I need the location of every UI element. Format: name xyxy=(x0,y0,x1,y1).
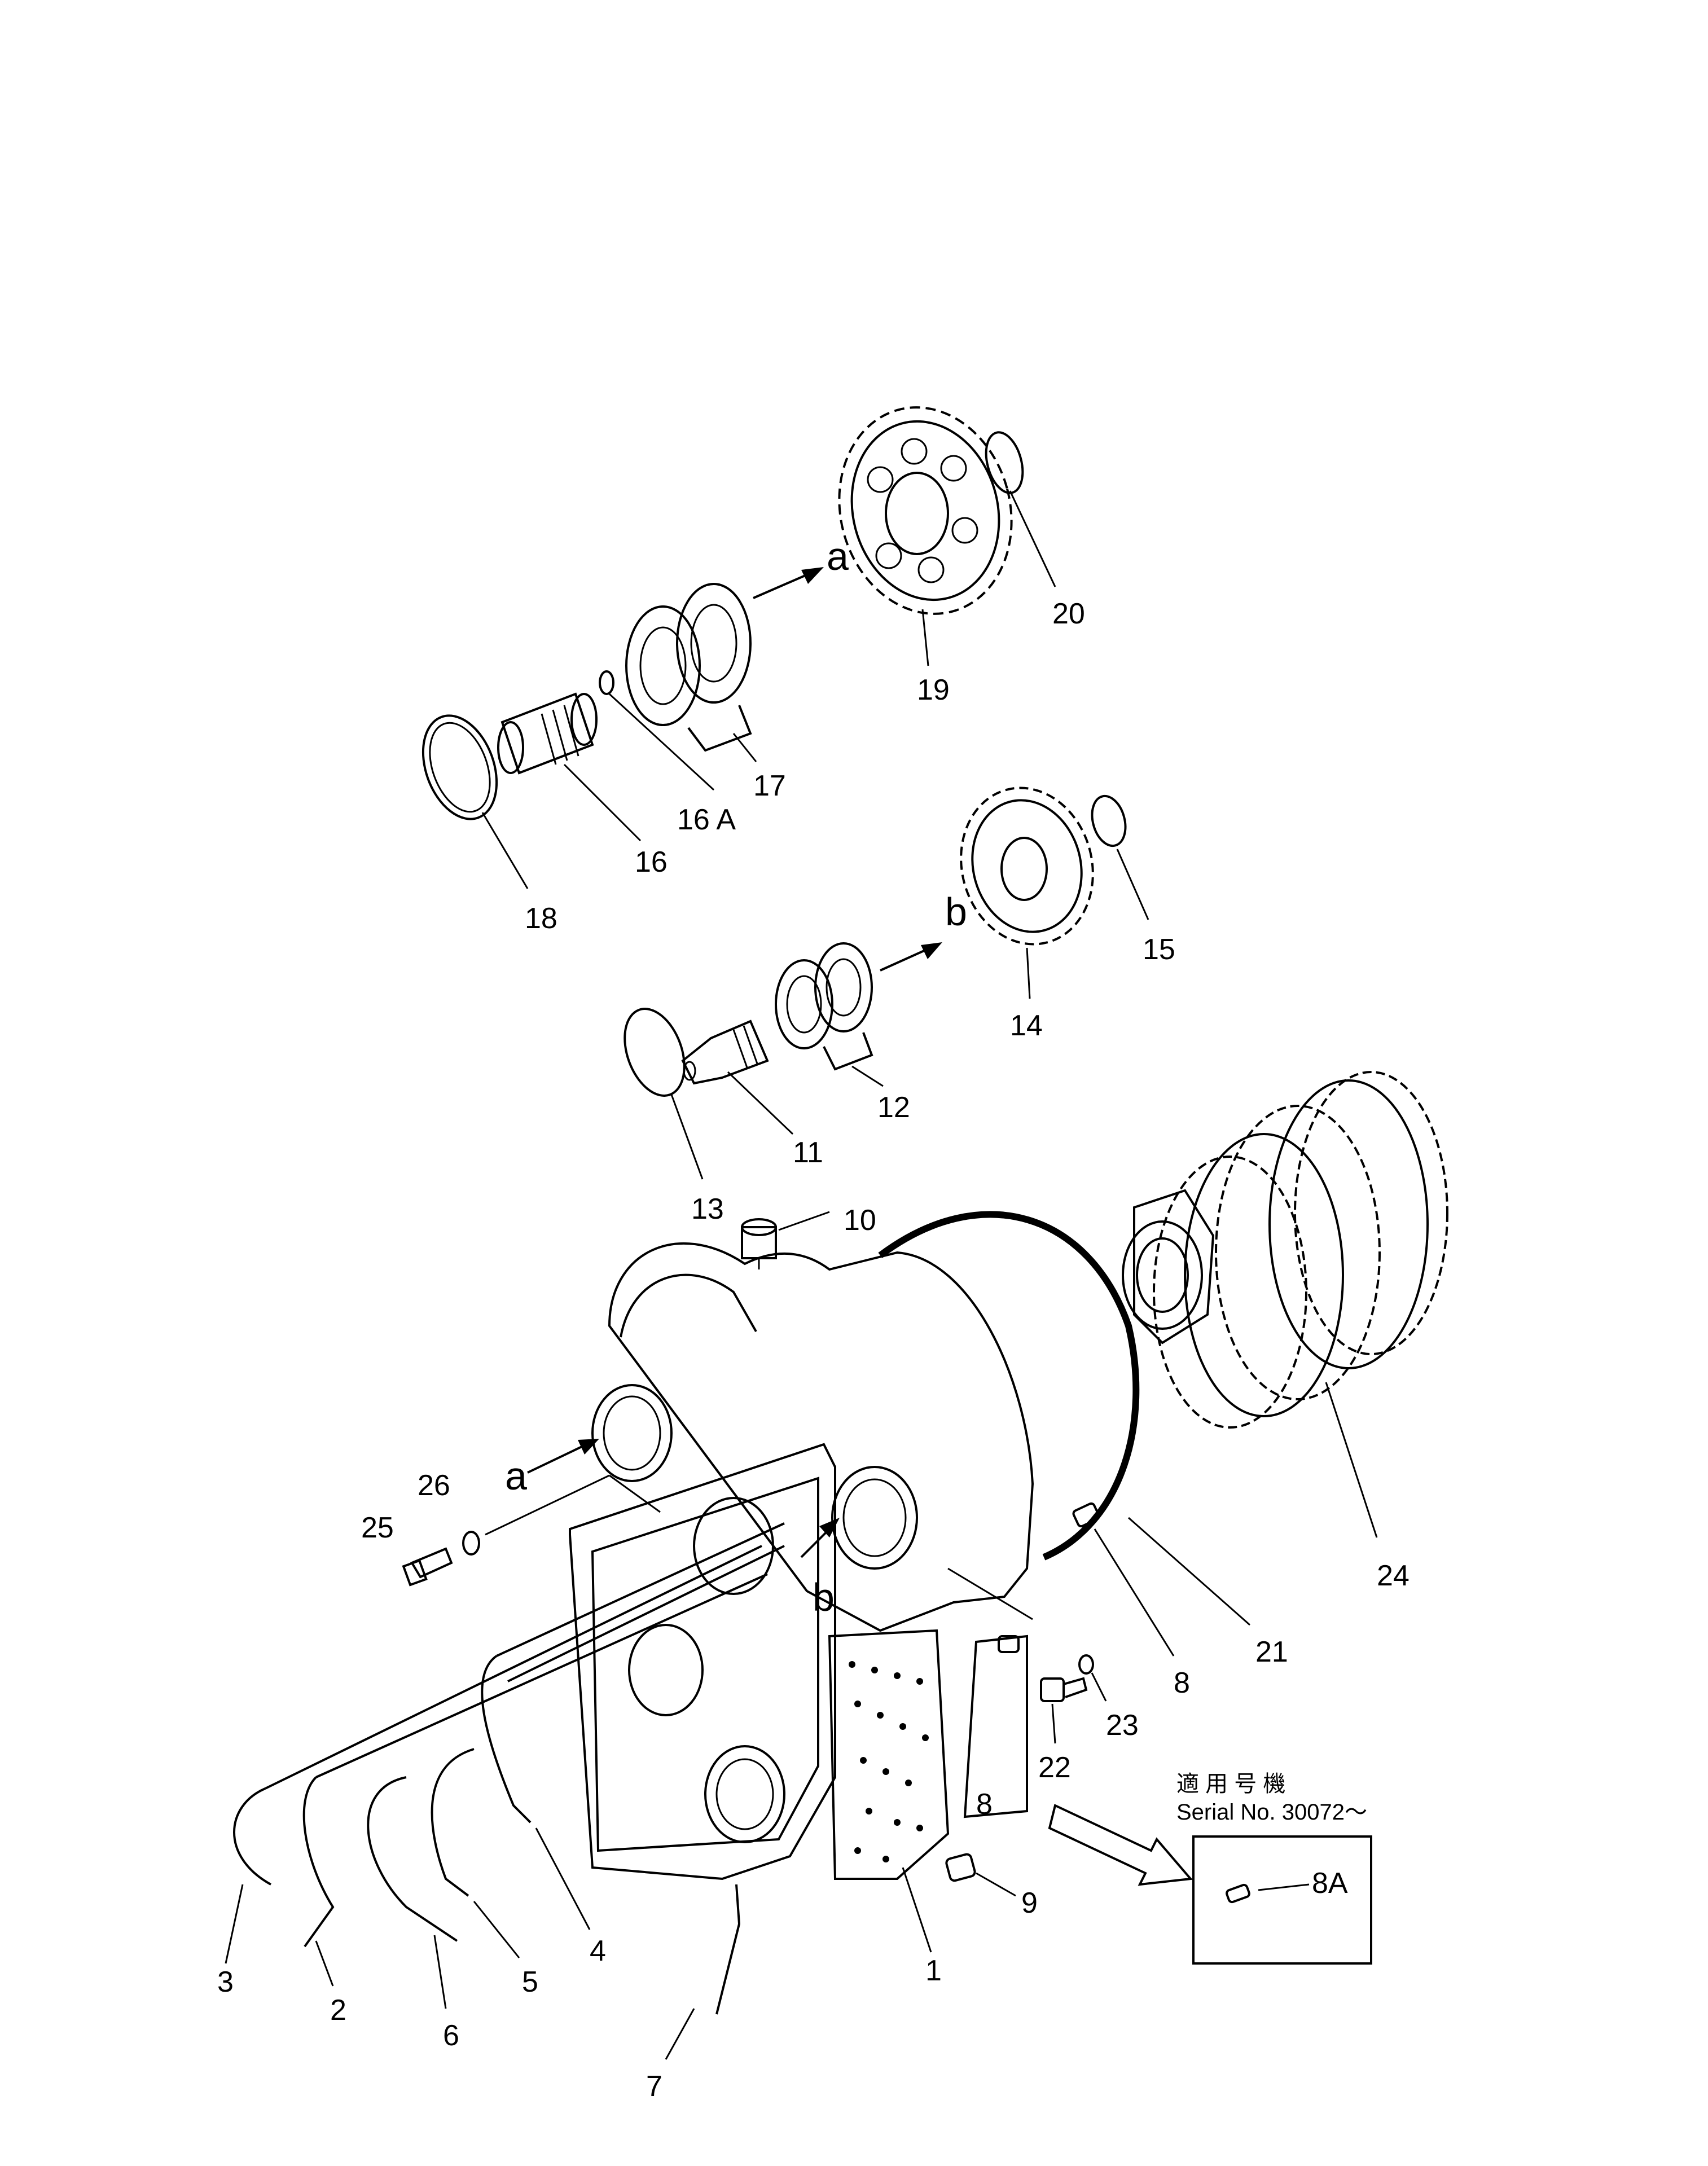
transmission-housing xyxy=(569,1242,1034,1953)
plug-9 xyxy=(945,1853,976,1882)
ref-a-top: a xyxy=(827,534,849,578)
snap-ring-18 xyxy=(421,714,498,820)
label-19: 19 xyxy=(917,674,950,706)
shaft-11 xyxy=(681,1020,769,1085)
label-14: 14 xyxy=(1010,1009,1043,1042)
label-8-upper: 8 xyxy=(1174,1667,1190,1699)
bolt-25 xyxy=(402,1547,453,1587)
label-24: 24 xyxy=(1377,1559,1410,1592)
tubes xyxy=(225,1522,785,2060)
label-16A: 16 A xyxy=(677,803,736,836)
label-2: 2 xyxy=(330,1994,346,2027)
part-labels: 1 2 3 4 5 6 7 8 8 9 10 11 12 13 14 15 16… xyxy=(217,597,1410,2103)
gear-14 xyxy=(960,787,1094,946)
plug-8A xyxy=(1226,1883,1250,1904)
label-12: 12 xyxy=(877,1091,910,1124)
label-10: 10 xyxy=(844,1204,876,1237)
washer-23 xyxy=(1078,1654,1094,1675)
label-21: 21 xyxy=(1255,1636,1288,1668)
label-6: 6 xyxy=(443,2019,459,2052)
label-26: 26 xyxy=(418,1469,450,1502)
upper-shaft-assembly: a xyxy=(421,406,1056,889)
shaft-16 xyxy=(497,692,598,775)
snap-ring-13 xyxy=(624,1008,686,1097)
serial-number: Serial No. 30072～ xyxy=(1176,1800,1367,1825)
label-5: 5 xyxy=(522,1966,538,1998)
tube-2 xyxy=(315,1573,768,1778)
tube-6 xyxy=(367,1776,458,1942)
label-1: 1 xyxy=(925,1954,942,1987)
label-8A: 8A xyxy=(1312,1867,1348,1900)
label-7: 7 xyxy=(646,2070,662,2103)
housing-bore-top xyxy=(591,1384,673,1482)
clutch-assembly-24 xyxy=(1122,1071,1448,1538)
label-8-box: 8 xyxy=(976,1788,993,1821)
tube-5 xyxy=(431,1748,475,1897)
label-23: 23 xyxy=(1106,1709,1139,1742)
label-11: 11 xyxy=(793,1136,823,1169)
plug-8-box xyxy=(963,1635,1028,1818)
valve-body-1 xyxy=(828,1629,950,1880)
housing-bore-middle xyxy=(693,1497,774,1595)
washer-16A xyxy=(599,670,614,695)
tube-7 xyxy=(715,1884,741,2015)
plug-10 xyxy=(741,1211,830,1269)
middle-shaft-assembly: b xyxy=(624,787,1149,1180)
label-25: 25 xyxy=(361,1512,394,1544)
label-17: 17 xyxy=(753,770,786,802)
bearing-pair-17 xyxy=(625,583,752,752)
ref-b-mid: b xyxy=(945,890,967,934)
label-13: 13 xyxy=(691,1193,724,1225)
label-9: 9 xyxy=(1021,1887,1038,1919)
label-4: 4 xyxy=(590,1935,606,1967)
ref-b-housing: b xyxy=(813,1575,835,1619)
snap-ring-20 xyxy=(985,431,1024,494)
housing-bore-lower xyxy=(628,1624,704,1716)
bolt-22 xyxy=(1040,1677,1088,1702)
tube-4 xyxy=(481,1655,532,1824)
label-18: 18 xyxy=(525,902,557,935)
label-3: 3 xyxy=(217,1966,234,1998)
snap-ring-15 xyxy=(1091,794,1127,847)
label-22: 22 xyxy=(1038,1751,1071,1784)
gear-19 xyxy=(838,406,1013,615)
serial-note: 適 用 号 機 Serial No. 30072～ 8A xyxy=(1048,1772,1372,1965)
label-20: 20 xyxy=(1052,597,1085,630)
bearing-pair-12 xyxy=(775,942,873,1071)
housing-bore-right xyxy=(831,1466,918,1570)
plug-8-upper xyxy=(1072,1502,1100,1528)
label-15: 15 xyxy=(1143,933,1175,966)
tube-3 xyxy=(265,1545,762,1790)
serial-heading: 適 用 号 機 xyxy=(1176,1772,1285,1796)
arrow-to-note xyxy=(1048,1804,1193,1886)
ref-a-housing: a xyxy=(505,1454,527,1498)
washer-26 xyxy=(462,1531,480,1556)
o-ring-21 xyxy=(878,1211,1140,1561)
label-16: 16 xyxy=(635,846,668,878)
